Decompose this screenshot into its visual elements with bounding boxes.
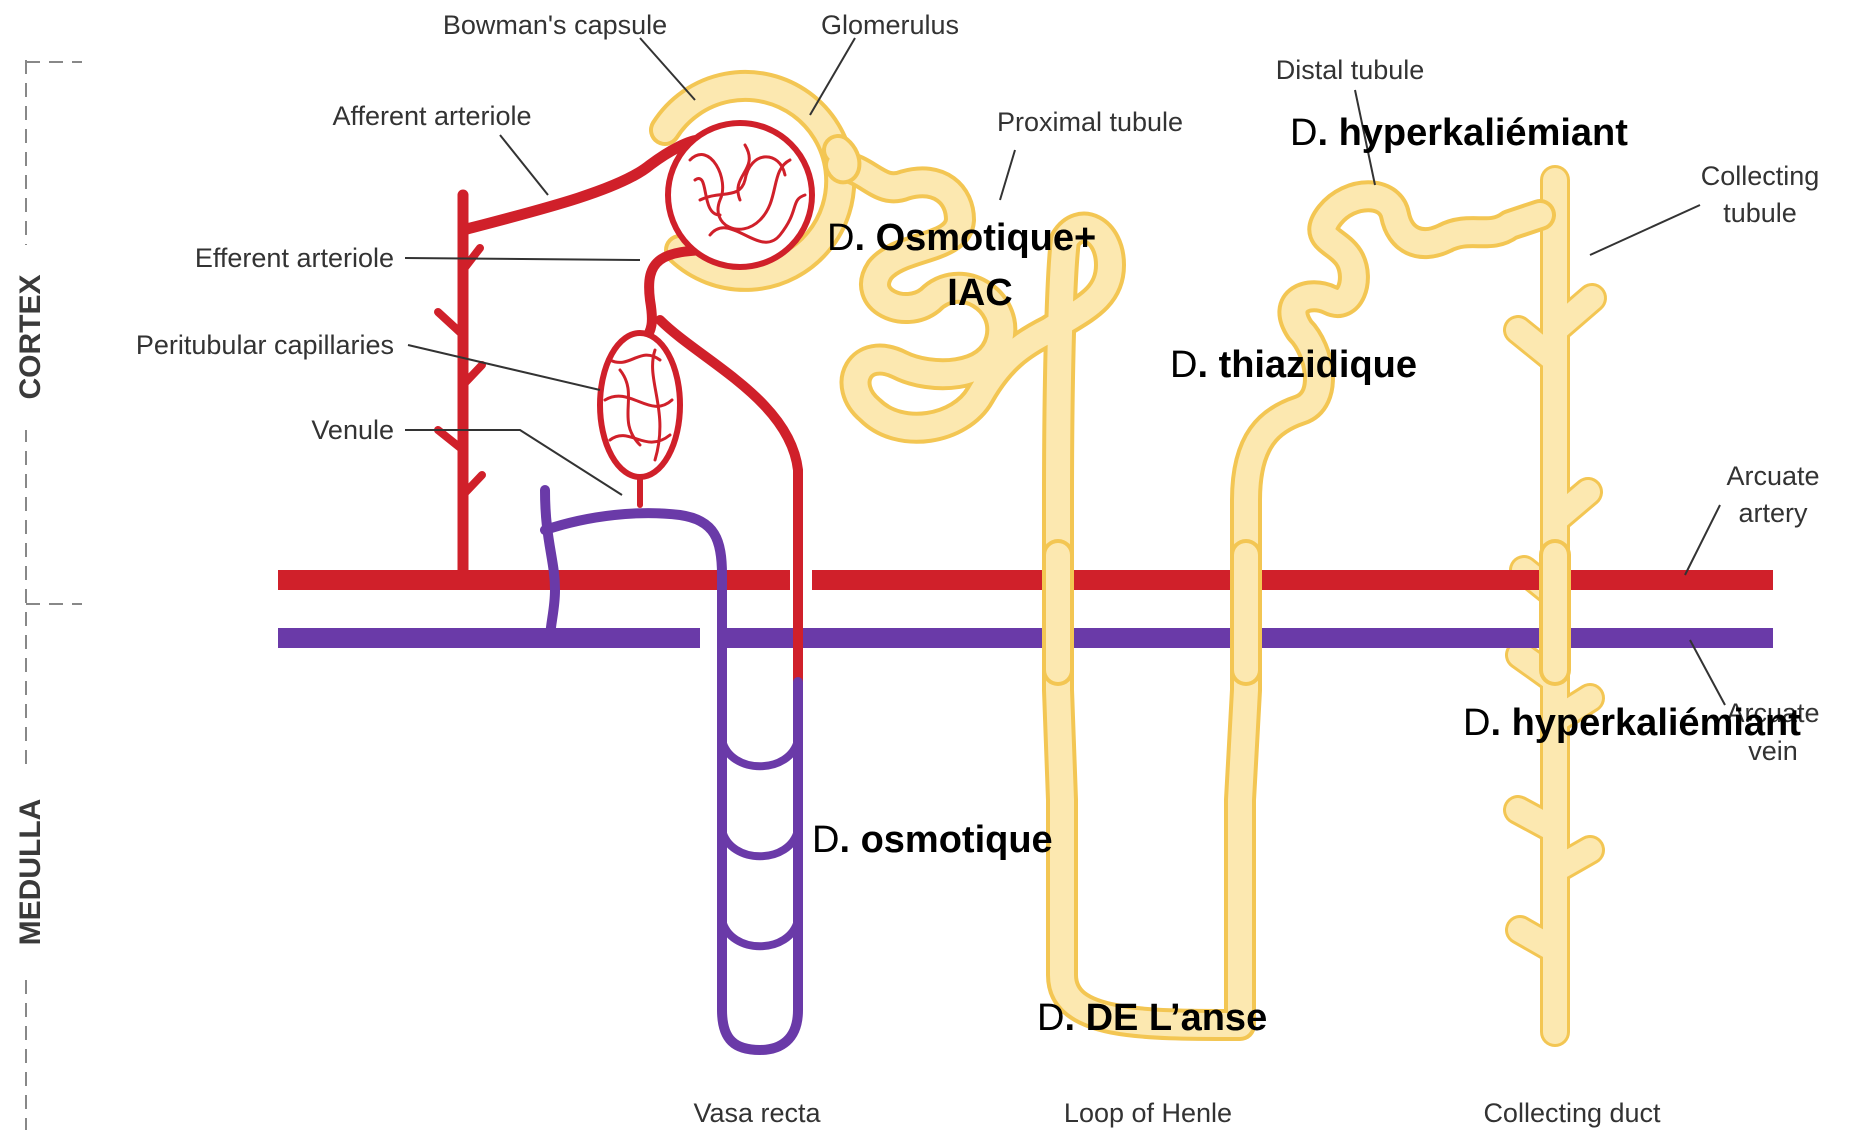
- glomerulus-label: Glomerulus: [821, 10, 959, 40]
- vasa-recta-label: Vasa recta: [693, 1098, 821, 1128]
- arcuate-artery-label-1: Arcuate: [1726, 461, 1819, 491]
- annotation-duct-hyperkaliemiant: D. hyperkaliémiant: [1463, 702, 1801, 744]
- collecting-duct-label: Collecting duct: [1483, 1098, 1661, 1128]
- annotation-proximal-iac: IAC: [947, 272, 1012, 314]
- arcuate-artery-label-2: artery: [1738, 498, 1808, 528]
- arterial-vessels: [438, 123, 812, 680]
- afferent-arteriole-label: Afferent arteriole: [332, 101, 531, 131]
- medulla-label: MEDULLA: [14, 799, 47, 946]
- annotation-anse: D. DE L’anse: [1037, 997, 1267, 1039]
- loop-of-henle-label: Loop of Henle: [1064, 1098, 1232, 1128]
- annotation-proximal-osmotique: D. Osmotique+: [827, 217, 1096, 259]
- cortex-label: CORTEX: [14, 274, 47, 399]
- proximal-tubule-label: Proximal tubule: [997, 107, 1183, 137]
- annotation-thiazidique: D. thiazidique: [1170, 344, 1417, 386]
- venule-label: Venule: [311, 415, 394, 445]
- collecting-tubule-label-2: tubule: [1723, 198, 1797, 228]
- collecting-tubule-label-1: Collecting: [1701, 161, 1820, 191]
- distal-tubule-label: Distal tubule: [1276, 55, 1425, 85]
- bowmans-capsule-label: Bowman's capsule: [443, 10, 667, 40]
- efferent-arteriole-label: Efferent arteriole: [195, 243, 394, 273]
- annotation-osmotique: D. osmotique: [812, 819, 1053, 861]
- annotation-distal-hyperkaliemiant: D. hyperkaliémiant: [1290, 112, 1628, 154]
- peritubular-capillaries-label: Peritubular capillaries: [136, 330, 394, 360]
